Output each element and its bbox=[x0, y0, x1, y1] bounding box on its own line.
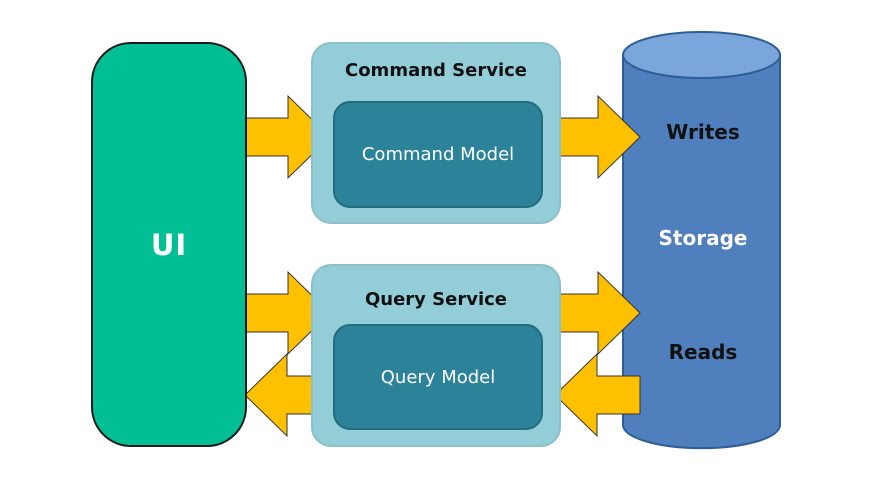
query-model-label: Query Model bbox=[380, 366, 496, 388]
command-model-label: Command Model bbox=[361, 144, 515, 165]
writes-label: Writes bbox=[666, 120, 740, 144]
storage-label: Storage bbox=[658, 226, 748, 250]
arrow-ui-to-command bbox=[242, 94, 331, 180]
arrow-command-to-writes bbox=[554, 94, 641, 180]
command-model-box: Command Model bbox=[333, 101, 543, 208]
storage-cylinder bbox=[622, 31, 781, 450]
command-service-title: Command Service bbox=[344, 60, 528, 81]
arrow-query-to-reads bbox=[554, 270, 641, 356]
query-model-box: Query Model bbox=[333, 324, 543, 430]
arrow-reads-to-query bbox=[554, 352, 641, 438]
reads-label: Reads bbox=[668, 340, 738, 364]
command-service-box: Command Service Command Model bbox=[311, 42, 561, 224]
arrow-ui-to-query bbox=[242, 270, 331, 356]
ui-label: UI bbox=[150, 227, 188, 262]
query-service-box: Query Service Query Model bbox=[311, 264, 561, 447]
query-service-title: Query Service bbox=[364, 289, 508, 310]
ui-block: UI bbox=[91, 42, 247, 447]
